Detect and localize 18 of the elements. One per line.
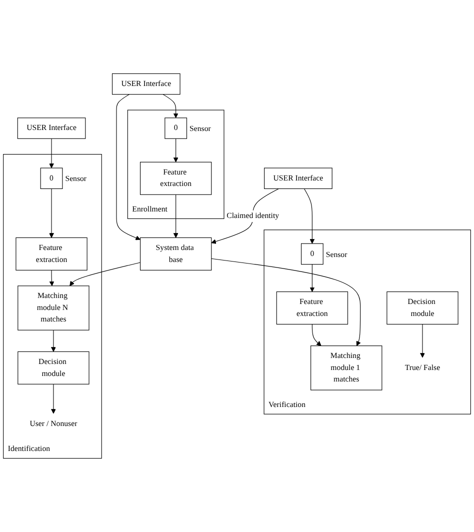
arrow: [312, 324, 322, 346]
arrow: [49, 138, 54, 168]
arrow: [304, 188, 315, 244]
arrow: [116, 94, 140, 240]
arrow: [420, 324, 425, 358]
arrow: [51, 330, 56, 352]
arrow: [51, 384, 56, 414]
arrow: [162, 94, 178, 118]
arrow: [49, 270, 54, 286]
node-caption: Sensor: [65, 174, 87, 184]
arrow: [211, 258, 361, 346]
arrow: [173, 194, 178, 238]
arrow: [70, 262, 141, 286]
arrow: [49, 188, 54, 238]
node-caption: Sensor: [326, 250, 348, 259]
arrow: [173, 138, 178, 162]
arrow: [310, 264, 315, 292]
node-caption: Sensor: [190, 124, 211, 134]
